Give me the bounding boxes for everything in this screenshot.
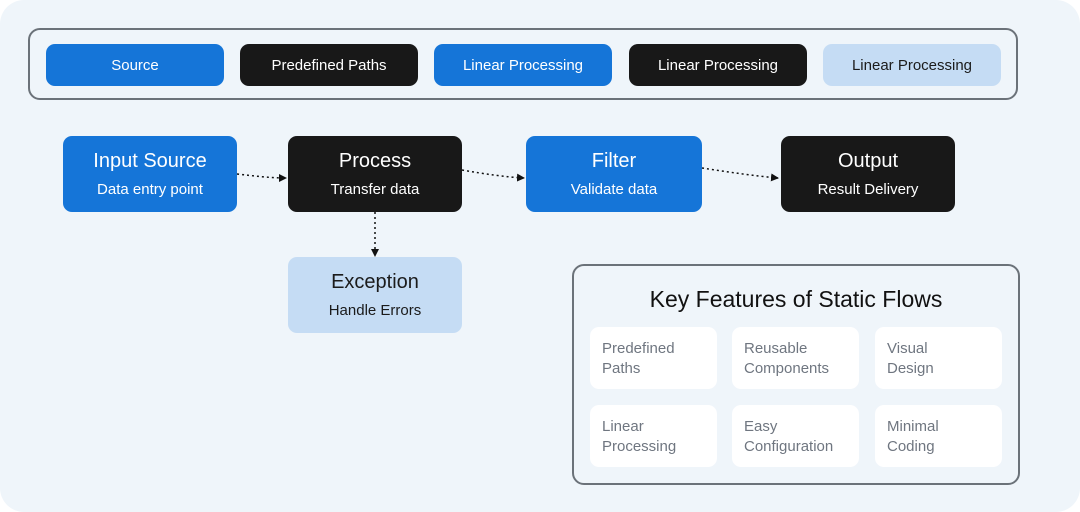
legend-item-predefined-paths: Predefined Paths: [240, 44, 418, 86]
node-title: Exception: [331, 270, 419, 293]
legend-bar: Source Predefined Paths Linear Processin…: [28, 28, 1018, 100]
feature-card-line: Paths: [602, 360, 641, 377]
feature-card-line: Visual: [887, 340, 928, 357]
feature-card-line: Linear: [602, 418, 644, 435]
node-subtitle: Validate data: [570, 180, 658, 198]
legend-item-label: Source: [111, 56, 159, 74]
feature-card-minimal-coding: Minimal Coding: [875, 405, 1002, 467]
node-output: Output Result Delivery: [781, 136, 955, 212]
feature-card-line: Configuration: [744, 438, 834, 455]
node-process: Process Transfer data: [288, 136, 462, 212]
legend-item-linear-processing-blue: Linear Processing: [434, 44, 612, 86]
feature-card-line: Components: [744, 360, 830, 377]
feature-card-easy-configuration: Easy Configuration: [732, 405, 859, 467]
legend-item-linear-processing-light: Linear Processing: [823, 44, 1001, 86]
feature-card-predefined-paths: Predefined Paths: [590, 327, 717, 389]
feature-card-reusable-components: Reusable Components: [732, 327, 859, 389]
legend-item-label: Linear Processing: [462, 56, 584, 74]
features-panel: Key Features of Static Flows Predefined …: [572, 264, 1020, 485]
node-subtitle: Result Delivery: [817, 180, 919, 198]
legend-item-source: Source: [46, 44, 224, 86]
node-filter: Filter Validate data: [526, 136, 702, 212]
legend-item-linear-processing-black: Linear Processing: [629, 44, 807, 86]
node-title: Filter: [591, 149, 637, 172]
node-exception: Exception Handle Errors: [288, 257, 462, 333]
features-title: Key Features of Static Flows: [649, 286, 943, 312]
node-input-source: Input Source Data entry point: [63, 136, 237, 212]
node-title: Output: [837, 149, 899, 172]
node-subtitle: Data entry point: [97, 180, 203, 198]
feature-card-line: Design: [887, 360, 934, 377]
feature-card-line: Processing: [602, 438, 677, 455]
arrow-filter-to-output: [701, 167, 779, 182]
feature-card-visual-design: Visual Design: [875, 327, 1002, 389]
feature-card-line: Minimal: [887, 418, 939, 435]
arrow-process-to-filter: [461, 169, 525, 182]
feature-card-line: Reusable: [744, 340, 808, 357]
feature-card-line: Easy: [744, 418, 778, 435]
feature-card-line: Coding: [887, 438, 935, 455]
legend-item-label: Linear Processing: [657, 56, 779, 74]
node-title: Process: [338, 149, 412, 172]
legend-item-label: Predefined Paths: [271, 56, 387, 74]
legend-item-label: Linear Processing: [851, 56, 973, 74]
feature-card-linear-processing: Linear Processing: [590, 405, 717, 467]
node-subtitle: Handle Errors: [328, 301, 422, 319]
feature-card-line: Predefined: [602, 340, 675, 357]
node-subtitle: Transfer data: [330, 180, 420, 198]
node-title: Input Source: [93, 149, 207, 172]
arrow-input-to-process: [236, 173, 287, 182]
